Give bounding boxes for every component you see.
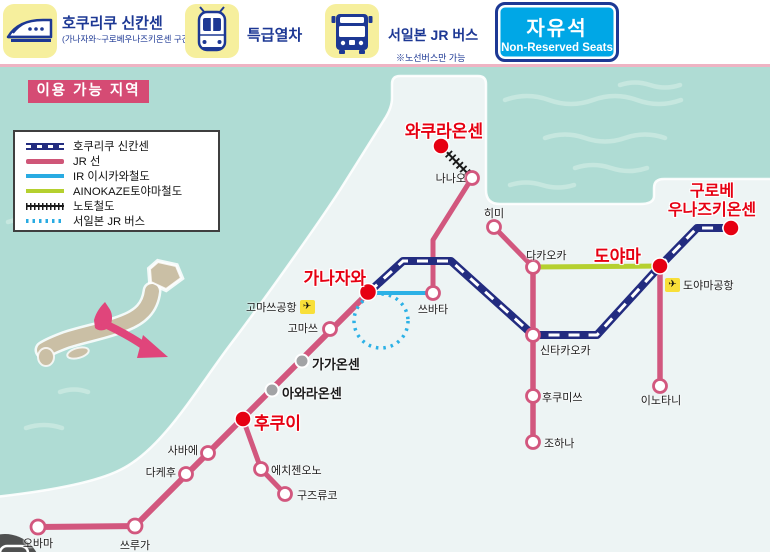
station-label-nanao: 나나오 bbox=[435, 173, 466, 185]
station-label-toyama: 도야마 bbox=[594, 247, 641, 266]
station-marker-kanazawa bbox=[358, 282, 378, 302]
station-label-himi: 히미 bbox=[483, 208, 505, 220]
station-marker-echizen-ono bbox=[253, 461, 269, 477]
station-marker-himi bbox=[486, 219, 502, 235]
express-train-icon bbox=[185, 4, 239, 58]
station-label-awara-onsen: 아와라온센 bbox=[282, 386, 342, 401]
station-label-obama: 오바마 bbox=[22, 538, 54, 550]
free-seat-label: 자유석 bbox=[526, 18, 588, 40]
jr-line-swatch bbox=[26, 158, 64, 164]
bus-line-swatch bbox=[26, 218, 64, 223]
station-markers bbox=[29, 137, 740, 536]
station-marker-kuzuryuko bbox=[277, 486, 293, 502]
ainokaze-line-swatch bbox=[26, 189, 64, 194]
station-label-echizen-ono: 에치젠오노 bbox=[271, 465, 322, 477]
legend-row-jr: JR 선 bbox=[26, 154, 218, 169]
station-label-wakura-onsen: 와쿠라온센 bbox=[404, 122, 484, 141]
komatsu-airport: 고마쓰공항 ✈ bbox=[246, 299, 315, 315]
station-marker-tsubata bbox=[425, 285, 441, 301]
map-title: 이용 가능 지역 bbox=[28, 80, 149, 103]
legend-row-bus: 서일본 JR 버스 bbox=[26, 213, 218, 228]
header-express-label: 특급열차 bbox=[247, 27, 303, 44]
jr-nanao-line bbox=[430, 176, 475, 293]
station-marker-toyama bbox=[651, 257, 669, 275]
station-label-sabae: 사바에 bbox=[167, 445, 198, 457]
header-shinkansen-label: 호쿠리쿠 신칸센 bbox=[62, 15, 163, 32]
station-label-johana: 조하나 bbox=[544, 438, 575, 450]
station-label-takefu: 다케후 bbox=[145, 467, 176, 479]
station-marker-tsuruga bbox=[126, 517, 144, 535]
toyama-airport: ✈ 도야마공항 bbox=[665, 277, 734, 293]
jr-bus-loop-line bbox=[352, 292, 410, 350]
corner-watermark bbox=[0, 534, 37, 552]
station-label-fukui: 후쿠이 bbox=[254, 414, 301, 433]
station-label-takaoka: 다카오카 bbox=[526, 250, 567, 262]
legend-row-noto: 노토철도 bbox=[26, 199, 218, 214]
legend-row-ir: IR 이시카와철도 bbox=[26, 169, 218, 184]
station-label-tsubata: 쓰바타 bbox=[417, 304, 449, 316]
shinkansen-line-swatch bbox=[26, 142, 64, 150]
header-bus-sublabel: ※노선버스만 가능 bbox=[396, 53, 466, 63]
station-marker-nanao bbox=[464, 170, 480, 186]
airplane-icon: ✈ bbox=[665, 278, 680, 292]
header-bus-label: 서일본 JR 버스 bbox=[388, 27, 479, 43]
inset-arrow-icon bbox=[101, 320, 168, 358]
station-marker-takefu bbox=[178, 466, 194, 482]
station-marker-fukumitsu bbox=[525, 388, 541, 404]
jr-himi-line bbox=[492, 225, 535, 269]
station-label-fukumitsu: 후쿠미쓰 bbox=[542, 392, 583, 404]
station-label-tsuruga: 쓰루가 bbox=[119, 540, 151, 552]
airplane-icon: ✈ bbox=[299, 300, 315, 314]
map-canvas bbox=[0, 74, 770, 552]
header-bar: 호쿠리쿠 신칸센 (가나자와~구로베우나즈키온센 구간) 특급열차 bbox=[0, 0, 770, 67]
station-marker-awara-onsen bbox=[264, 382, 280, 398]
header-shinkansen-sublabel: (가나자와~구로베우나즈키온센 구간) bbox=[62, 34, 193, 44]
station-marker-komatsu bbox=[322, 321, 338, 337]
noto-line-swatch bbox=[26, 202, 64, 210]
station-label-komatsu: 고마쓰 bbox=[287, 323, 318, 335]
shinkansen-icon bbox=[3, 4, 57, 58]
land-shape bbox=[0, 74, 770, 552]
japan-inset-map bbox=[34, 258, 185, 367]
station-marker-obama bbox=[29, 518, 47, 536]
station-marker-kaga-onsen bbox=[294, 353, 310, 369]
legend-box: 호쿠리쿠 신칸센 JR 선 IR 이시카와철도 AINOKAZE토야마철도 노토… bbox=[13, 130, 220, 232]
station-label-kaga-onsen: 가가온센 bbox=[312, 357, 360, 372]
station-label-kurobe-unazuki-onsen: 구로베 우나즈키온센 bbox=[667, 183, 757, 219]
station-marker-fukui bbox=[234, 410, 252, 428]
jr-bus-icon bbox=[325, 4, 379, 58]
station-marker-johana bbox=[525, 434, 541, 450]
free-seat-badge: 자유석 Non-Reserved Seats bbox=[495, 2, 619, 62]
legend-row-ainokaze: AINOKAZE토야마철도 bbox=[26, 184, 218, 199]
station-label-shin-takaoka: 신타카오카 bbox=[540, 345, 591, 357]
legend-row-shinkansen: 호쿠리쿠 신칸센 bbox=[26, 139, 218, 154]
station-marker-takaoka bbox=[525, 259, 541, 275]
station-label-kanazawa: 가나자와 bbox=[303, 269, 366, 288]
station-marker-sabae bbox=[200, 445, 216, 461]
station-label-inotani: 이노타니 bbox=[640, 395, 682, 407]
ainokaze-toyama-line bbox=[532, 263, 661, 270]
station-marker-shin-takaoka bbox=[525, 327, 541, 343]
station-marker-inotani bbox=[652, 378, 668, 394]
hokuriku-shinkansen-line-dashes bbox=[367, 226, 731, 337]
ir-line-swatch bbox=[26, 174, 64, 179]
station-label-kuzuryuko: 구즈류코 bbox=[297, 490, 338, 502]
station-marker-wakura-onsen bbox=[432, 137, 450, 155]
station-marker-kurobe-unazuki-onsen bbox=[722, 219, 740, 237]
free-seat-sublabel: Non-Reserved Seats bbox=[501, 42, 613, 54]
